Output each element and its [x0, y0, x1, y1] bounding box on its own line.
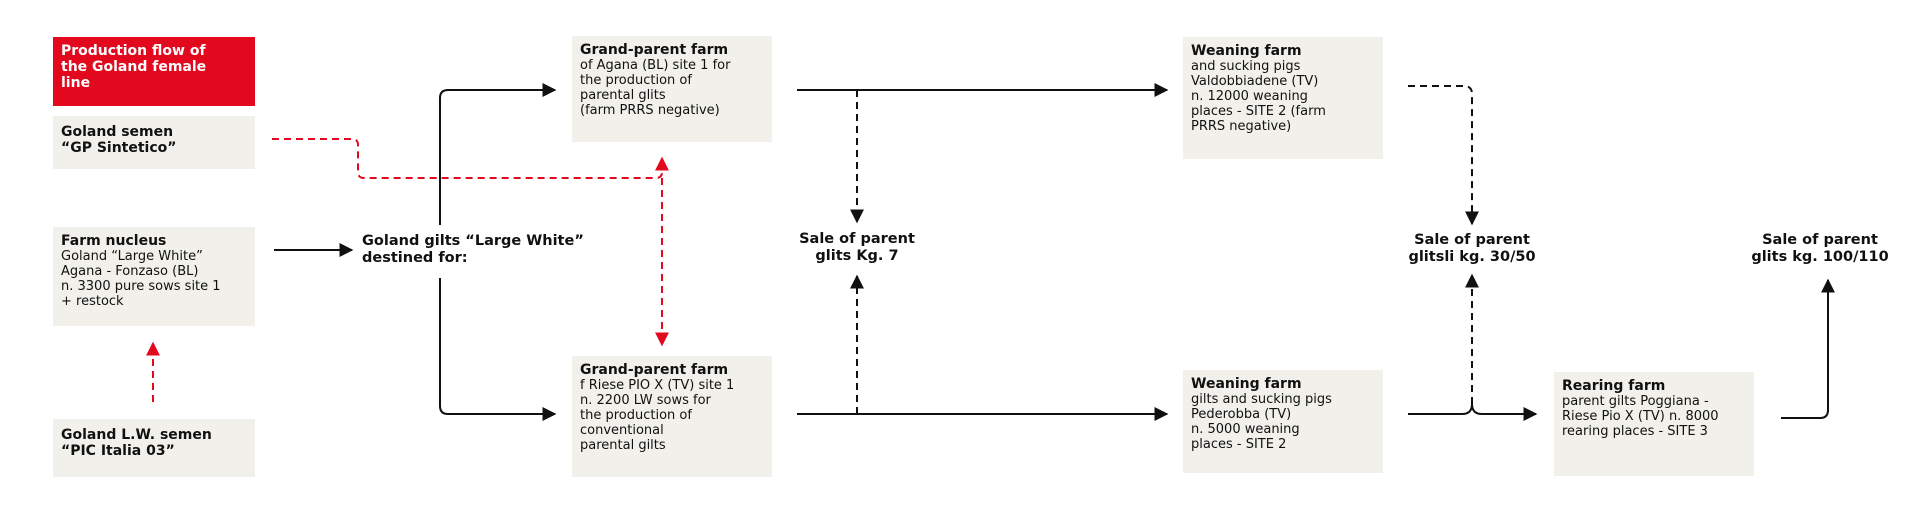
farm-nucleus-heading: Farm nucleus [61, 233, 167, 249]
rearing-to-sale-100-110-arrow [1781, 278, 1835, 419]
rearing-farm-text: parent gilts Poggiana - Riese Pio X (TV)… [1562, 394, 1719, 439]
goland-lw-semen-heading: Goland L.W. semen “PIC Italia 03” [61, 427, 212, 459]
grand-parent-farm-bottom-text: f Riese PIO X (TV) site 1 n. 2200 LW sow… [580, 378, 735, 453]
sale-parent-glits-kg-7-label: Sale of parent glits Kg. 7 [799, 231, 915, 264]
weaning-farm-bottom-box: Weaning farm gilts and sucking pigs Pede… [1183, 370, 1383, 473]
rearing-farm-box: Rearing farm parent gilts Poggiana - Rie… [1554, 372, 1754, 476]
grand-parent-farm-bottom-heading: Grand-parent farm [580, 362, 729, 378]
farm-nucleus-text: Goland “Large White” Agana - Fonzaso (BL… [61, 249, 221, 309]
goland-semen-heading: Goland semen “GP Sintetico” [61, 124, 177, 156]
grand-parent-farm-bottom-box: Grand-parent farm f Riese PIO X (TV) sit… [572, 356, 772, 477]
grand-parent-farm-top-box: Grand-parent farm of Agana (BL) site 1 f… [572, 36, 772, 142]
farm-nucleus-box: Farm nucleus Goland “Large White” Agana … [53, 227, 255, 326]
goland-semen-gp-sintetico-box: Goland semen “GP Sintetico” [53, 116, 255, 169]
weaning-bottom-to-rearing-arrow [1408, 403, 1538, 421]
semen-gp-sintetico-connector [272, 138, 669, 179]
gilts-to-gp-bottom-arrow [439, 278, 557, 421]
weaning-farm-bottom-heading: Weaning farm [1191, 376, 1302, 392]
weaning-farm-top-heading: Weaning farm [1191, 43, 1302, 59]
goland-lw-semen-pic-box: Goland L.W. semen “PIC Italia 03” [53, 419, 255, 477]
rearing-farm-heading: Rearing farm [1562, 378, 1666, 394]
weaning-farm-top-text: and sucking pigs Valdobbiadene (TV) n. 1… [1191, 59, 1326, 134]
grand-parent-farm-top-text: of Agana (BL) site 1 for the production … [580, 58, 731, 118]
weaning-farm-bottom-text: gilts and sucking pigs Pederobba (TV) n.… [1191, 392, 1332, 452]
gilts-destined-label: Goland gilts “Large White” destined for: [362, 233, 584, 266]
weaning-farm-top-box: Weaning farm and sucking pigs Valdobbiad… [1183, 37, 1383, 159]
diagram-title: Production flow of the Goland female lin… [53, 37, 255, 106]
weaning-top-to-sale-30-50-connector [1408, 85, 1479, 226]
diagram-title-text: Production flow of the Goland female lin… [61, 43, 207, 91]
grand-parent-farm-top-heading: Grand-parent farm [580, 42, 729, 58]
sale-parent-glitsli-kg-30-50-label: Sale of parent glitsli kg. 30/50 [1408, 232, 1536, 265]
gilts-to-gp-top-arrow [439, 83, 557, 225]
sale-parent-glits-kg-100-110-label: Sale of parent glits kg. 100/110 [1751, 232, 1889, 265]
